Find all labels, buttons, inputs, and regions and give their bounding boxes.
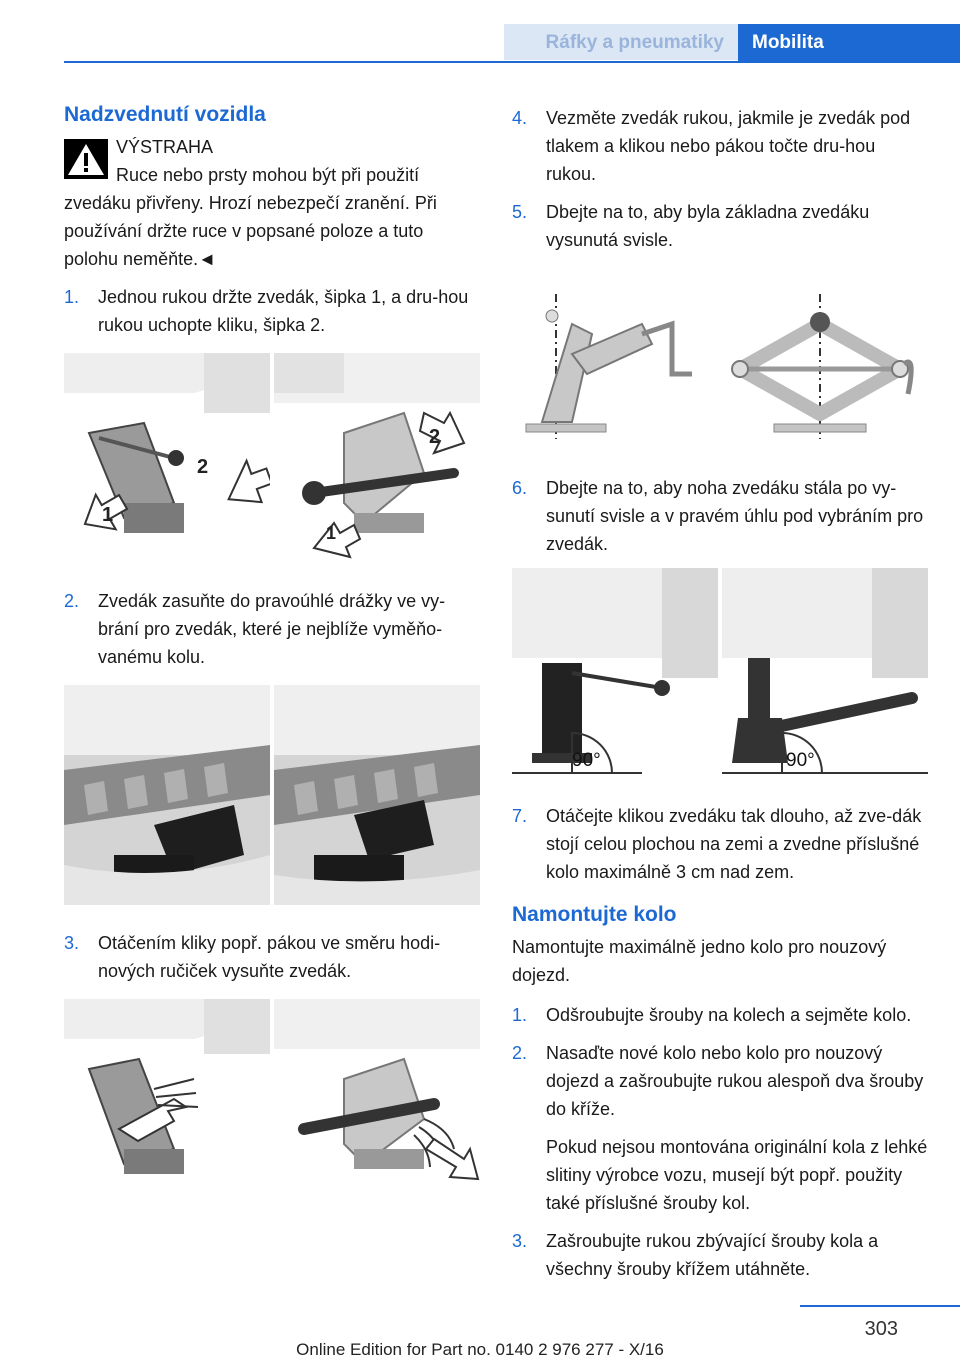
step-text: Odšroubujte šrouby na kolech a sejměte k… [546, 1005, 912, 1026]
left-column: Nadzvednutí vozidla VÝSTRAHA Ruce nebo p… [64, 96, 480, 1213]
steps-list-left: 2. Zvedák zasuňte do pravoúhlé drážky ve… [64, 587, 480, 671]
list-item: 2. Nasaďte nové kolo nebo kolo pro nouzo… [512, 1039, 928, 1217]
footer-rule [800, 1305, 960, 1307]
steps-list-right: 4. Vezměte zvedák rukou, jakmile je zved… [512, 104, 928, 254]
step-number: 1. [512, 1005, 528, 1026]
step-number: 3. [64, 933, 80, 954]
step-text: Vezměte zvedák rukou, jakmile je zvedák … [546, 108, 911, 184]
step-text: Dbejte na to, aby byla základna zvedáku … [546, 202, 870, 250]
step-number: 2. [64, 591, 80, 612]
steps-list-left: 1. Jednou rukou držte zvedák, šipka 1, a… [64, 283, 480, 339]
step-number: 3. [512, 1231, 528, 1252]
step-text: Jednou rukou držte zvedák, šipka 1, a dr… [98, 287, 469, 336]
step-text: Zvedák zasuňte do pravoúhlé drážky ve vy… [98, 591, 446, 668]
figure-jack-crank [64, 999, 480, 1190]
chapter-tab[interactable]: Mobilita [738, 24, 960, 62]
section-heading: Nadzvednutí vozidla [64, 103, 266, 126]
section-tab[interactable]: Ráfky a pneumatiky [504, 24, 738, 60]
step-number: 6. [512, 478, 528, 498]
step-number: 4. [512, 108, 528, 128]
step-number: 5. [512, 202, 528, 222]
list-item: 7. Otáčejte klikou zvedáku tak dlouho, a… [512, 802, 928, 886]
list-item: 2. Zvedák zasuňte do pravoúhlé drážky ve… [64, 587, 480, 671]
page-header: Ráfky a pneumatiky Mobilita [0, 0, 960, 64]
figure-panel [64, 685, 270, 906]
list-item: 1. Odšroubujte šrouby na kolech a sejmět… [512, 1001, 928, 1029]
step-number: 2. [512, 1043, 528, 1064]
figure-jack-groove [64, 685, 480, 906]
warning-title: VÝSTRAHA [116, 137, 214, 158]
figure-panel: 1 2 [64, 353, 270, 564]
edition-footer: Online Edition for Part no. 0140 2 976 2… [296, 1340, 664, 1359]
jack-vertical-diagram [525, 294, 914, 439]
step-number: 7. [512, 806, 528, 826]
figure-panel [64, 999, 270, 1190]
warning-block: VÝSTRAHA Ruce nebo prsty mohou být při p… [64, 133, 480, 273]
figure-jack-angle: 90° 90° [512, 568, 928, 778]
step-text: Otáčením kliky popř. pákou ve směru hodi… [98, 933, 441, 982]
step-number: 1. [64, 287, 80, 308]
arrow-label: 2 [197, 456, 208, 478]
step-text: Zašroubujte rukou zbývající šrouby kola … [546, 1231, 879, 1280]
list-item: 1. Jednou rukou držte zvedák, šipka 1, a… [64, 283, 480, 339]
arrow-label: 1 [102, 504, 113, 526]
section-heading: Namontujte kolo [512, 903, 677, 926]
step-note: Pokud nejsou montována originální kola z… [546, 1137, 928, 1214]
page-number: 303 [864, 1318, 898, 1340]
step-text: Nasaďte nové kolo nebo kolo pro nouzový … [546, 1043, 924, 1120]
warning-icon [64, 139, 108, 180]
warning-body: Ruce nebo prsty mohou být při použití zv… [64, 165, 437, 270]
figure-panel: 90° [512, 568, 718, 778]
steps-list-right: 7. Otáčejte klikou zvedáku tak dlouho, a… [512, 802, 928, 886]
steps-list-mount: 1. Odšroubujte šrouby na kolech a sejmět… [512, 1001, 928, 1283]
list-item: 6. Dbejte na to, aby noha zvedáku stála … [512, 474, 928, 558]
list-item: 3. Otáčením kliky popř. pákou ve směru h… [64, 929, 480, 985]
figure-panel [274, 999, 480, 1190]
right-column: 4. Vezměte zvedák rukou, jakmile je zved… [512, 96, 928, 1293]
step-text: Otáčejte klikou zvedáku tak dlouho, až z… [546, 806, 922, 882]
figure-jack-handling: 1 2 2 1 [64, 353, 480, 564]
list-item: 3. Zašroubujte rukou zbývající šrouby ko… [512, 1227, 928, 1283]
list-item: 5. Dbejte na to, aby byla základna zvedá… [512, 198, 928, 254]
intro-text: Namontujte maximálně jedno kolo pro nouz… [512, 937, 887, 986]
figure-panel [274, 685, 480, 906]
header-rule [64, 61, 960, 63]
step-text: Dbejte na to, aby noha zvedáku stála po … [546, 478, 924, 554]
list-item: 4. Vezměte zvedák rukou, jakmile je zved… [512, 104, 928, 188]
warning-text: Ruce nebo prsty mohou být při použití zv… [64, 161, 480, 273]
steps-list-right: 6. Dbejte na to, aby noha zvedáku stála … [512, 474, 928, 558]
figure-panel: 2 1 [274, 353, 480, 564]
steps-list-left: 3. Otáčením kliky popř. pákou ve směru h… [64, 929, 480, 985]
angle-label: 90° [572, 750, 601, 771]
arrow-label: 1 [326, 523, 336, 543]
figure-panel: 90° [722, 568, 928, 778]
arrow-label: 2 [429, 426, 440, 448]
figure-jack-vertical [512, 294, 928, 444]
angle-label: 90° [786, 750, 815, 771]
